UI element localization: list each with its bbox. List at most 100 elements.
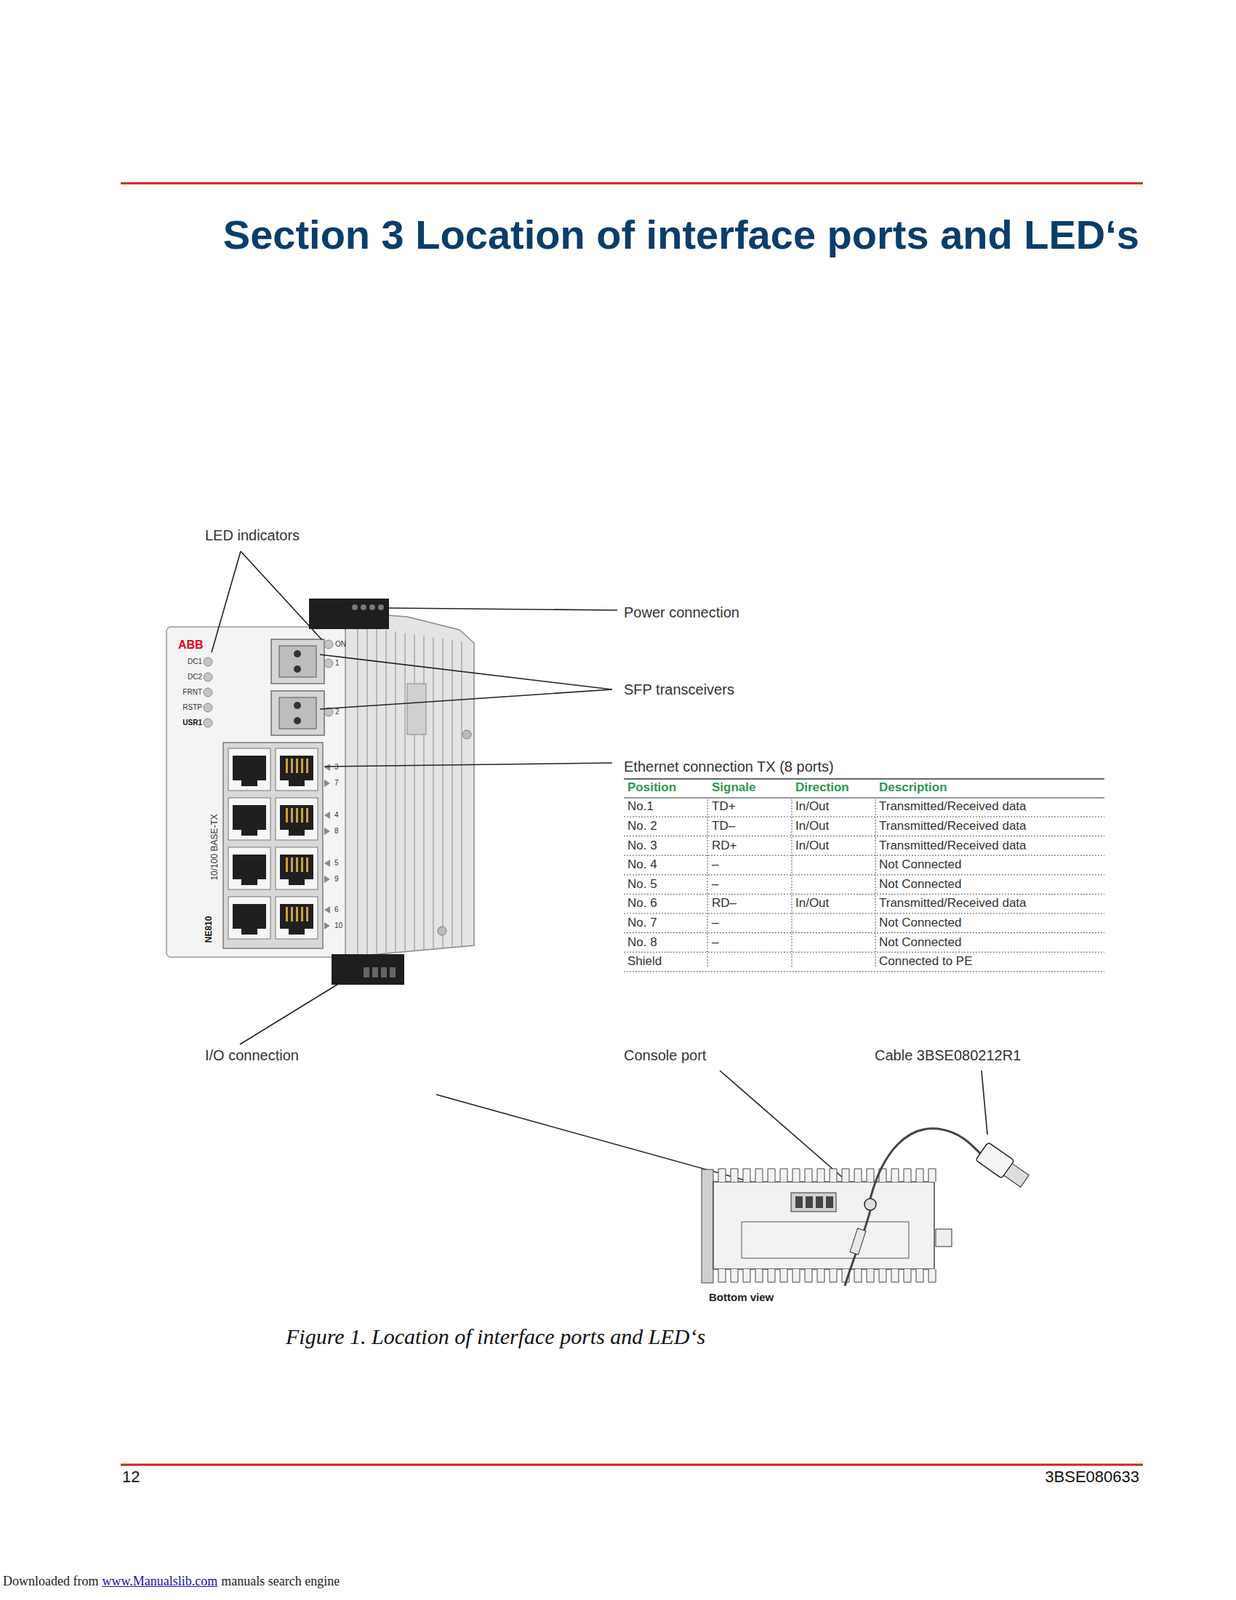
drawing-rect bbox=[283, 906, 310, 922]
table-cell: Not Connected bbox=[879, 934, 962, 950]
drawing-rect bbox=[389, 966, 396, 978]
leader-line bbox=[387, 607, 618, 611]
leader-line bbox=[319, 654, 613, 690]
drawing-circle bbox=[203, 703, 213, 712]
panel-marking: FRNT bbox=[182, 687, 203, 697]
table-cell: No. 3 bbox=[627, 838, 658, 853]
drawing-circle bbox=[378, 604, 384, 611]
drawing-path bbox=[817, 1268, 825, 1282]
callout-label: Power connection bbox=[623, 604, 740, 621]
drawing-circle bbox=[203, 718, 213, 728]
footer-rule bbox=[120, 1463, 1143, 1466]
drawing-path bbox=[767, 1268, 776, 1282]
section-title: Section 3 Location of interface ports an… bbox=[150, 210, 1140, 259]
drawing-path bbox=[866, 1268, 874, 1282]
panel-marking: ON bbox=[335, 639, 347, 649]
table-grid bbox=[623, 799, 1105, 972]
panel-marking: 5 bbox=[334, 858, 339, 868]
drawing-line bbox=[432, 636, 434, 949]
drawing-path bbox=[232, 755, 267, 786]
console-jack bbox=[864, 1198, 877, 1210]
drawing-path bbox=[903, 1268, 912, 1282]
sfp-port bbox=[279, 697, 317, 729]
table-cell: Not Connected bbox=[879, 915, 962, 930]
drawing-path bbox=[916, 1168, 924, 1182]
side-screw bbox=[462, 729, 472, 739]
leader-line bbox=[319, 689, 613, 709]
drawing-line bbox=[707, 799, 709, 967]
bottom-fins bbox=[718, 1168, 936, 1282]
table-cell: No.1 bbox=[627, 799, 654, 814]
table-cell: No. 4 bbox=[627, 857, 658, 872]
drawing-line bbox=[375, 628, 377, 953]
drawing-path bbox=[743, 1268, 751, 1282]
drawing-path bbox=[780, 1168, 788, 1182]
usb-plug bbox=[975, 1142, 1031, 1191]
drawing-path bbox=[718, 1268, 726, 1282]
table-cell: Transmitted/Received data bbox=[879, 818, 1027, 834]
drawing-path bbox=[324, 905, 331, 914]
leader-line bbox=[211, 551, 241, 653]
drawing-circle bbox=[360, 604, 367, 611]
drawing-line bbox=[413, 633, 415, 950]
drawing-line bbox=[404, 632, 405, 951]
panel-marking: RSTP bbox=[182, 703, 203, 712]
figure-caption: Figure 1. Location of interface ports an… bbox=[285, 1323, 706, 1350]
drawing-circle bbox=[351, 604, 358, 611]
drawing-path bbox=[324, 811, 331, 819]
drawing-path bbox=[804, 1268, 813, 1282]
callout-label: Cable 3BSE080212R1 bbox=[874, 1046, 1021, 1064]
heat-sink bbox=[345, 612, 475, 957]
table-cell: In/Out bbox=[795, 838, 829, 853]
table-cell: In/Out bbox=[795, 895, 829, 911]
drawing-path bbox=[279, 854, 314, 885]
drawing-path bbox=[324, 779, 331, 787]
table-cell: Transmitted/Received data bbox=[879, 838, 1027, 853]
drawing-path bbox=[903, 1168, 912, 1182]
drawing-rect bbox=[275, 748, 318, 791]
drawing-rect bbox=[283, 807, 310, 823]
panel-marking: DC1 bbox=[187, 657, 203, 666]
drawing-line bbox=[623, 835, 1105, 837]
table-header: Description bbox=[879, 780, 948, 795]
leader-lines bbox=[211, 551, 988, 1199]
drawing-rect bbox=[228, 896, 271, 939]
drawing-circle bbox=[369, 604, 376, 611]
drawing-rect bbox=[228, 847, 271, 890]
page-footer: 12 bbox=[122, 1467, 140, 1486]
table-cell: No. 5 bbox=[627, 876, 658, 892]
drawing-line bbox=[460, 641, 462, 946]
download-note: Downloaded from bbox=[2, 1573, 99, 1589]
drawing-path bbox=[232, 804, 267, 836]
front-panel bbox=[166, 626, 346, 957]
sfp-fiber-hole bbox=[293, 716, 302, 725]
drawing-line bbox=[623, 913, 1105, 914]
panel-marking: DC2 bbox=[187, 672, 203, 682]
table-rule bbox=[623, 777, 1105, 780]
table-cell: No. 7 bbox=[627, 915, 658, 930]
callout-label: Console port bbox=[623, 1046, 706, 1064]
drawing-path bbox=[730, 1268, 738, 1282]
drawing-rect bbox=[372, 966, 379, 978]
table-cell: RD– bbox=[711, 895, 737, 911]
heat-sink-fins bbox=[357, 625, 462, 955]
drawing-line bbox=[451, 639, 453, 947]
drawing-path bbox=[891, 1168, 899, 1182]
drawing-path bbox=[279, 755, 314, 786]
drawing-path bbox=[232, 854, 267, 885]
table-cell: Connected to PE bbox=[879, 953, 973, 969]
table-header: Direction bbox=[795, 780, 850, 795]
drawing-line bbox=[623, 951, 1105, 953]
drawing-path bbox=[324, 763, 331, 771]
drawing-line bbox=[442, 638, 443, 948]
panel-marking: 9 bbox=[334, 874, 339, 884]
drawing-path bbox=[804, 1168, 813, 1182]
drawing-line bbox=[791, 799, 793, 967]
drawing-line bbox=[385, 629, 387, 952]
drawing-path bbox=[755, 1268, 763, 1282]
table-cell: No. 6 bbox=[627, 895, 658, 911]
page-footer: 3BSE080633 bbox=[1044, 1467, 1140, 1486]
drawing-path bbox=[829, 1268, 837, 1282]
drawing-path bbox=[792, 1168, 800, 1182]
